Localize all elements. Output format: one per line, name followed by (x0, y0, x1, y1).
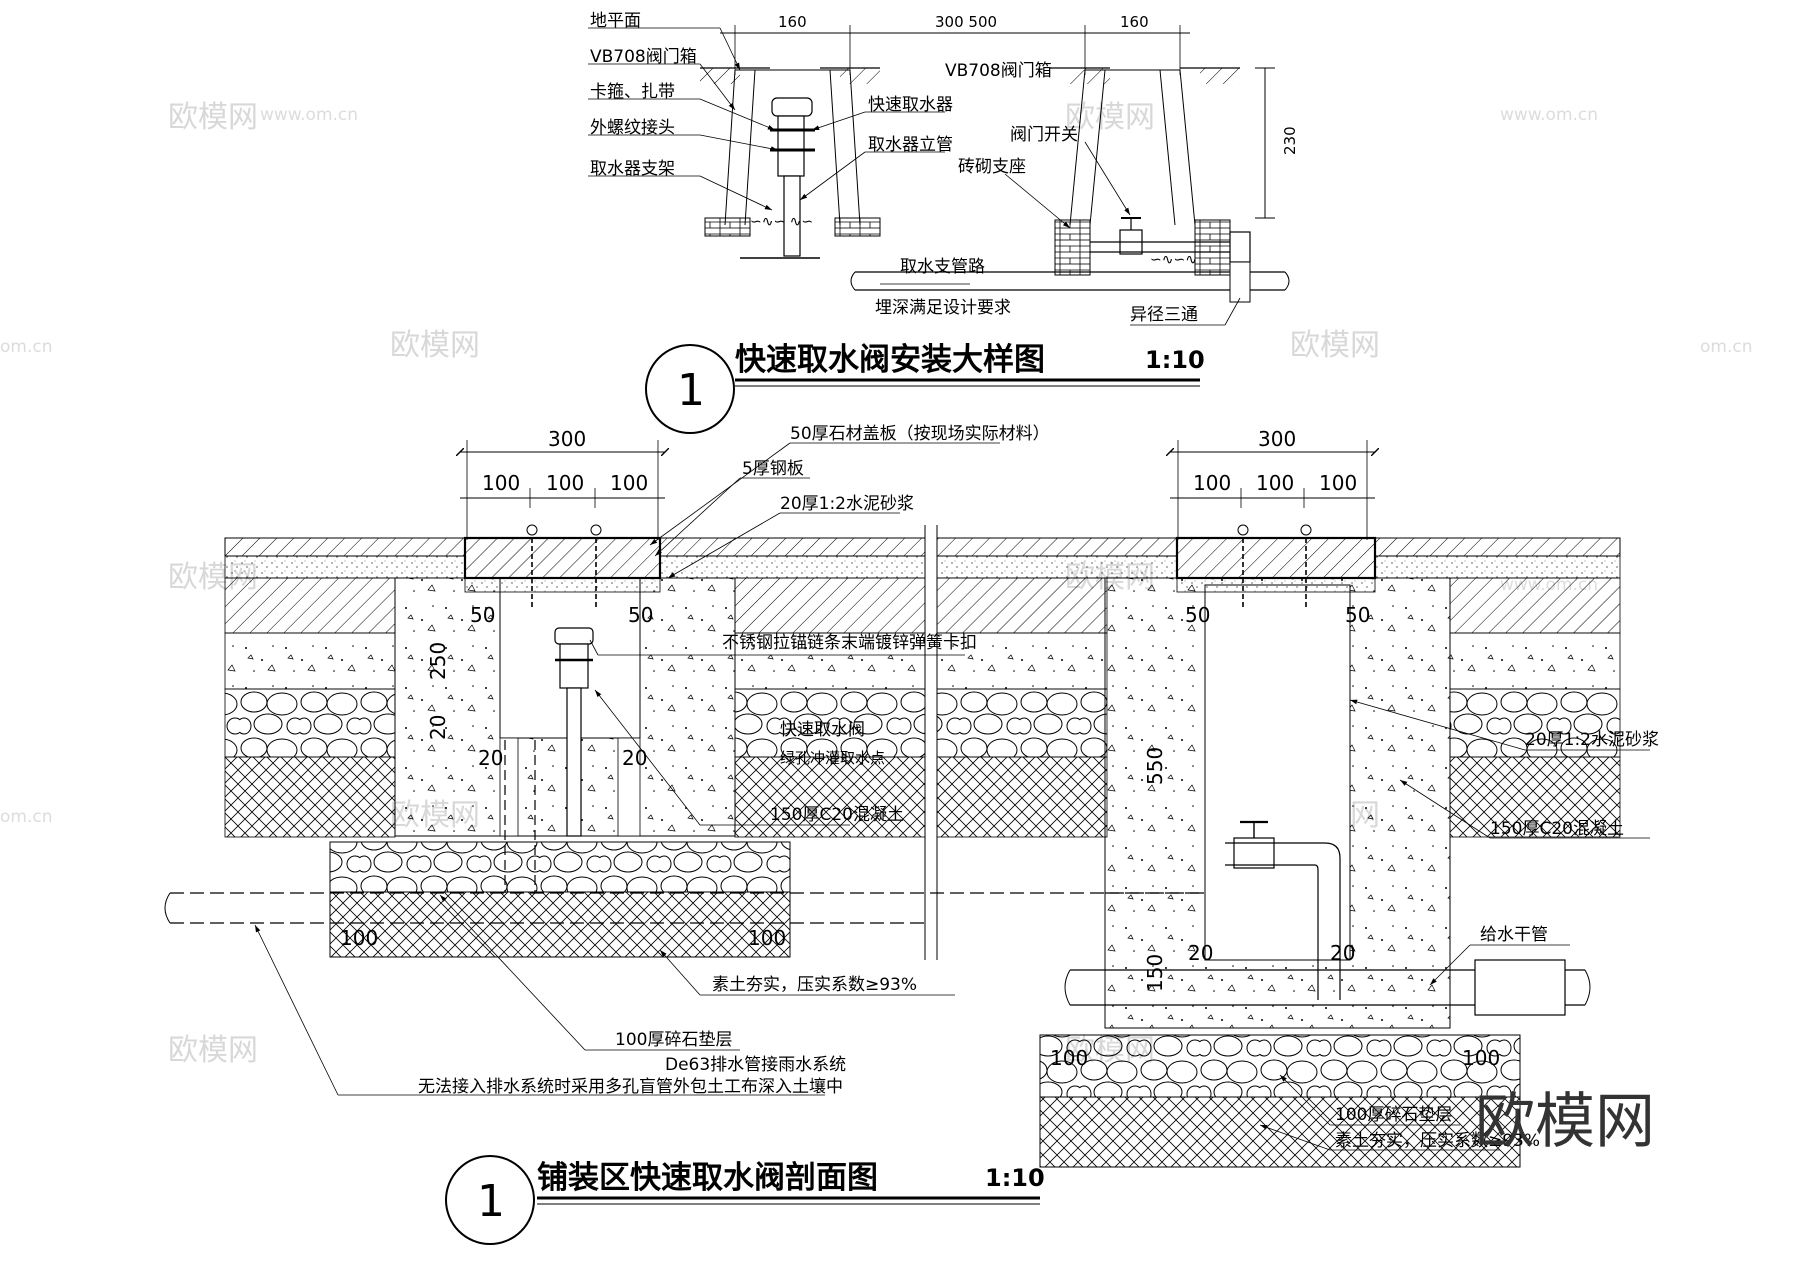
label-concrete-right: 150厚C20混凝土 (1490, 819, 1624, 839)
dim-right-50a: 50 (1185, 603, 1210, 627)
label-soil-right: 素土夯实，压实系数≥93% (1335, 1131, 1540, 1151)
label-compacted-soil: 素土夯实，压实系数≥93% (712, 975, 917, 995)
watermark-url: om.cn (1700, 337, 1753, 357)
detail-2-number: 1 (477, 1176, 505, 1227)
label-steel-plate: 5厚钢板 (742, 459, 804, 479)
watermark: 欧模网 (1290, 328, 1380, 363)
dim-left-50a: 50 (470, 603, 495, 627)
dim-right-width: 160 (1120, 13, 1149, 31)
detail-2-drawing: 300 100 100 100 300 100 100 100 (164, 424, 1659, 1245)
dim-left-20c: 20 (622, 746, 647, 770)
dim-left-50b: 50 (628, 603, 653, 627)
dim-right-20a: 20 (1188, 941, 1213, 965)
dim-left-20b: 20 (478, 746, 503, 770)
dim-left-b: 100 (546, 471, 584, 495)
label-riser: 取水器立管 (868, 135, 953, 155)
dim-left-20a: 20 (426, 715, 450, 740)
dim-right-100a: 100 (1050, 1046, 1088, 1070)
dim-right-50b: 50 (1345, 603, 1370, 627)
label-gravel: 100厚碎石垫层 (615, 1030, 732, 1050)
label-burial-depth: 埋深满足设计要求 (875, 298, 1011, 318)
dim-left-c: 100 (610, 471, 648, 495)
label-coupler-note: 绿孔冲灌取水点 (780, 749, 885, 767)
watermark-url: om.cn (0, 337, 53, 357)
watermark-url: www.om.cn (260, 105, 358, 125)
label-chain: 不锈钢拉锚链条末端镀锌弹簧卡扣 (722, 633, 977, 653)
label-ground: 地平面 (590, 11, 641, 31)
label-quick-valve: 快速取水阀 (780, 720, 865, 740)
label-support: 取水器支架 (590, 159, 675, 179)
dim-right-a: 100 (1193, 471, 1231, 495)
detail-1-number: 1 (677, 365, 705, 416)
dim-left-100b: 100 (748, 926, 786, 950)
label-valve-box-right: VB708阀门箱 (945, 61, 1052, 81)
label-thread-joint: 外螺纹接头 (590, 118, 675, 138)
dim-right-20b: 20 (1330, 941, 1355, 965)
label-valve-box-left: VB708阀门箱 (590, 47, 697, 67)
label-mortar-right: 20厚1:2水泥砂浆 (1525, 730, 1659, 750)
label-stone-cover: 50厚石材盖板（按现场实际材料） (790, 424, 1050, 444)
label-clamp: 卡箍、扎带 (590, 82, 675, 102)
detail-1-scale: 1:10 (1145, 346, 1205, 374)
label-brick-base: 砖砌支座 (958, 157, 1026, 177)
label-quick-coupler: 快速取水器 (868, 95, 953, 115)
dim-right-100b: 100 (1462, 1046, 1500, 1070)
label-valve-switch: 阀门开关 (1010, 125, 1078, 145)
label-reducing-tee: 异径三通 (1130, 305, 1198, 325)
gravel-glyph: ∽∿∽ ∿∽ (750, 214, 813, 230)
detail-2-scale: 1:10 (985, 1164, 1045, 1192)
dim-left-100a: 100 (340, 926, 378, 950)
dim-right-b: 100 (1256, 471, 1294, 495)
gravel-glyph: ∽∿∽∿ (1150, 252, 1197, 268)
watermark: 欧模网 (168, 1033, 258, 1068)
dim-left-width: 160 (778, 13, 807, 31)
brand-logo: 欧模网 (1475, 1087, 1655, 1157)
label-branch-pipe: 取水支管路 (900, 257, 985, 277)
watermark-url: www.om.cn (1500, 105, 1598, 125)
watermark-url: om.cn (0, 807, 53, 827)
dim-left-250: 250 (426, 642, 450, 680)
dim-left-total: 300 (548, 427, 586, 451)
dim-left-a: 100 (482, 471, 520, 495)
label-drain: De63排水管接雨水系统 (665, 1055, 846, 1075)
dim-right-c: 100 (1319, 471, 1357, 495)
detail-1-drawing: 160 300 500 160 ∽∿∽ ∿∽ (588, 11, 1299, 434)
detail-number-circle (445, 1155, 535, 1245)
watermark: 欧模网 (1065, 100, 1155, 135)
label-concrete-left: 150厚C20混凝土 (770, 805, 904, 825)
label-drain-alt: 无法接入排水系统时采用多孔盲管外包土工布深入土壤中 (418, 1076, 843, 1097)
watermark: 欧模网 (168, 100, 258, 135)
label-gravel-right: 100厚碎石垫层 (1335, 1105, 1452, 1125)
detail-number-circle (645, 344, 735, 434)
dim-middle-width: 300 500 (935, 13, 997, 31)
detail-2-title: 铺装区快速取水阀剖面图 (537, 1160, 878, 1196)
dim-right-150: 150 (1143, 954, 1167, 992)
label-mortar-top: 20厚1:2水泥砂浆 (780, 494, 914, 514)
watermark: 欧模网 (390, 328, 480, 363)
dim-right-550: 550 (1143, 747, 1167, 785)
dim-height: 230 (1281, 126, 1299, 155)
dim-right-total: 300 (1258, 427, 1296, 451)
label-main-pipe: 给水干管 (1480, 925, 1548, 945)
detail-1-title: 快速取水阀安装大样图 (735, 342, 1045, 378)
